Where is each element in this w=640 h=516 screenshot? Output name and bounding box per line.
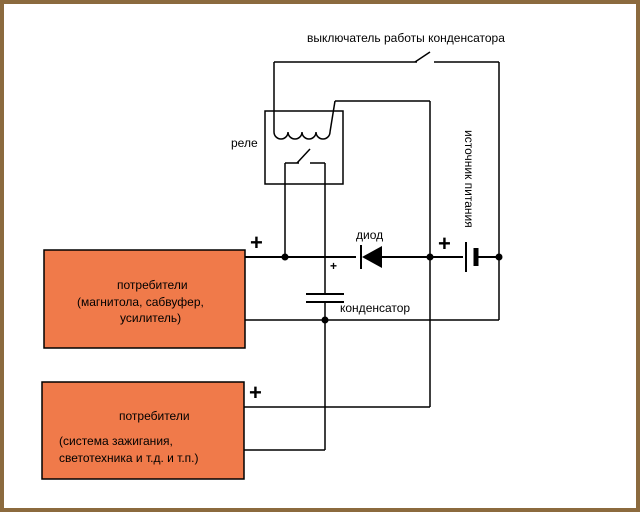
plus-sign-consumer-2: +: [249, 380, 262, 405]
relay-contact-symbol: [284, 148, 326, 257]
relay-label: реле: [231, 136, 258, 150]
consumer-audio-line3: усилитель): [120, 311, 181, 325]
consumer-block-audio: [43, 249, 246, 349]
switch-label: выключатель работы конденсатора: [307, 31, 505, 45]
consumer-ignition-line3: светотехника и т.д. и т.п.): [59, 451, 198, 465]
plus-sign-consumer-1: +: [250, 230, 263, 255]
capacitor-label: конденсатор: [340, 301, 410, 315]
relay-coil-symbol: [273, 131, 331, 140]
relay-box: [264, 110, 344, 185]
junction-relay-left: [281, 253, 289, 261]
switch-contact: [414, 51, 431, 63]
junction-diode-right: [426, 253, 434, 261]
power-source-label: источник питания: [462, 130, 476, 228]
relay-coil-right-lead: [329, 100, 336, 133]
consumer-audio-line2: (магнитола, сабвуфер,: [77, 295, 204, 309]
consumer-block-ignition: [41, 381, 245, 480]
circuit-diagram: потребители (магнитола, сабвуфер, усилит…: [41, 31, 505, 480]
diode-symbol: [360, 245, 382, 269]
battery-symbol: [465, 242, 479, 272]
capacitor-symbol: [306, 257, 344, 450]
junction-capacitor-neg: [321, 316, 329, 324]
consumer-audio-line1: потребители: [117, 278, 188, 292]
consumer-ignition-line1: потребители: [119, 409, 190, 423]
capacitor-plus-sign: +: [330, 259, 337, 273]
plus-sign-battery: +: [438, 231, 451, 256]
diode-label: диод: [356, 228, 383, 242]
consumer-ignition-line2: (система зажигания,: [59, 434, 173, 448]
